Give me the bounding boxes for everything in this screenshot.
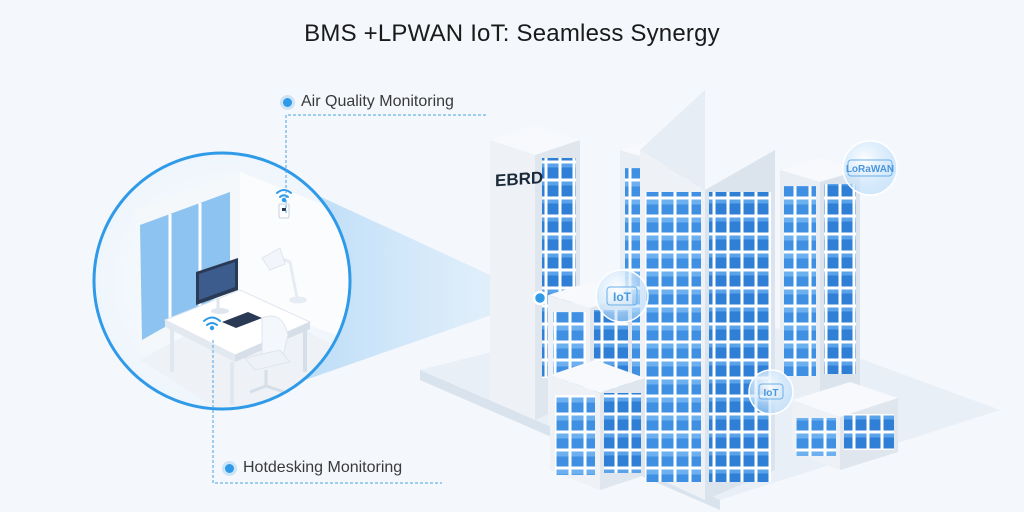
desk-lamp-icon xyxy=(261,247,307,304)
wifi-icon xyxy=(203,316,221,331)
block-front-right xyxy=(792,382,898,470)
leader-lines xyxy=(212,114,488,484)
office-chair-icon xyxy=(244,315,291,394)
svg-text:IoT: IoT xyxy=(764,388,779,399)
callout-label: Air Quality Monitoring xyxy=(301,93,454,110)
tower-right xyxy=(780,158,860,400)
zoom-circle xyxy=(92,151,352,411)
sensor-icon xyxy=(278,203,290,219)
wifi-icon xyxy=(276,189,292,203)
tower-central xyxy=(640,90,775,500)
lorawan-badge: LoRaWAN xyxy=(842,140,898,196)
svg-text:LoRaWAN: LoRaWAN xyxy=(846,164,894,175)
callout-label: Hotdesking Monitoring xyxy=(243,459,403,476)
callout-air-quality: Air Quality Monitoring xyxy=(283,93,454,111)
callout-dot-icon xyxy=(225,463,234,473)
svg-text:IoT: IoT xyxy=(613,290,632,304)
building-complex: EBRD LoRaWAN IoT IoT xyxy=(490,90,898,500)
iot-badge-lower: IoT xyxy=(748,369,794,415)
iot-badge-upper: IoT xyxy=(595,269,649,323)
keyboard xyxy=(222,312,262,328)
callout-dot-icon xyxy=(283,97,292,107)
monitor-icon xyxy=(196,258,238,314)
beam-anchor-dot xyxy=(532,290,548,306)
page-title: BMS +LPWAN IoT: Seamless Synergy xyxy=(304,20,720,47)
callout-hotdesking: Hotdesking Monitoring xyxy=(225,459,402,477)
ebrd-sign: EBRD xyxy=(495,168,543,190)
block-front-center xyxy=(550,360,645,490)
